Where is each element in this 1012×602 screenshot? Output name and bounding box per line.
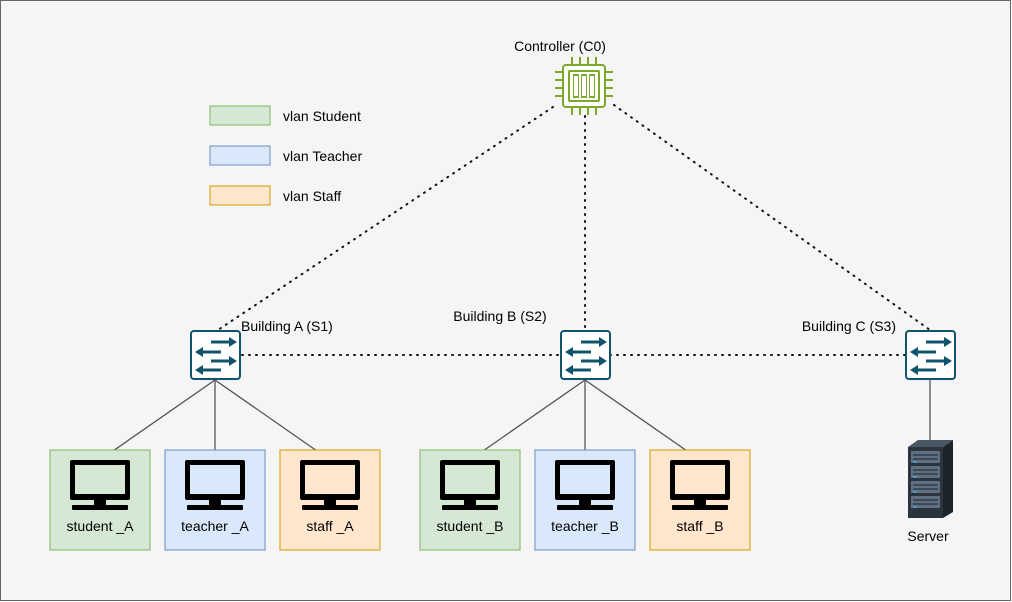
- link-s2-student-b: [469, 379, 586, 461]
- switch-icon: [559, 329, 612, 381]
- legend-swatch-staff: [209, 185, 271, 206]
- host-label: student _B: [437, 518, 504, 534]
- controller-node[interactable]: Controller (C0): [514, 38, 613, 115]
- link-s2-staff-b: [584, 379, 701, 461]
- switch-s2[interactable]: Building B (S2): [453, 308, 612, 381]
- link-c0-s3: [613, 104, 931, 331]
- host-staff-a[interactable]: staff _A: [279, 449, 381, 551]
- switch-s2-label: Building B (S2): [453, 308, 546, 324]
- link-s1-staff-a: [214, 379, 331, 461]
- processor-chip-icon: [555, 57, 613, 115]
- dotted-links: [217, 104, 931, 356]
- legend-swatch-student: [209, 105, 271, 126]
- switch-icon: [189, 329, 242, 381]
- host-teacher-a[interactable]: teacher _A: [164, 449, 266, 551]
- host-teacher-b[interactable]: teacher _B: [534, 449, 636, 551]
- host-label: teacher _B: [551, 518, 619, 534]
- switch-s3-label: Building C (S3): [802, 318, 896, 334]
- host-label: staff _A: [306, 518, 354, 534]
- host-label: student _A: [67, 518, 135, 534]
- host-label: staff _B: [676, 518, 723, 534]
- legend-swatch-teacher: [209, 145, 271, 166]
- legend-label-teacher: vlan Teacher: [283, 148, 362, 164]
- legend: vlan Student vlan Teacher vlan Staff: [209, 105, 362, 206]
- link-s1-student-a: [99, 379, 216, 461]
- server-label: Server: [907, 528, 949, 544]
- host-label: teacher _A: [181, 518, 249, 534]
- switch-s1[interactable]: Building A (S1): [189, 318, 333, 381]
- switch-icon: [904, 329, 957, 381]
- link-c0-s1: [217, 106, 554, 331]
- switch-s1-label: Building A (S1): [241, 318, 333, 334]
- access-links: [99, 379, 931, 461]
- legend-label-staff: vlan Staff: [283, 188, 341, 204]
- server-rack-icon: [908, 440, 953, 518]
- legend-label-student: vlan Student: [283, 108, 361, 124]
- server-node[interactable]: Server: [907, 440, 953, 544]
- switch-s3[interactable]: Building C (S3): [802, 318, 957, 381]
- controller-label: Controller (C0): [514, 38, 606, 54]
- host-student-a[interactable]: student _A: [49, 449, 151, 551]
- host-staff-b[interactable]: staff _B: [649, 449, 751, 551]
- host-student-b[interactable]: student _B: [419, 449, 521, 551]
